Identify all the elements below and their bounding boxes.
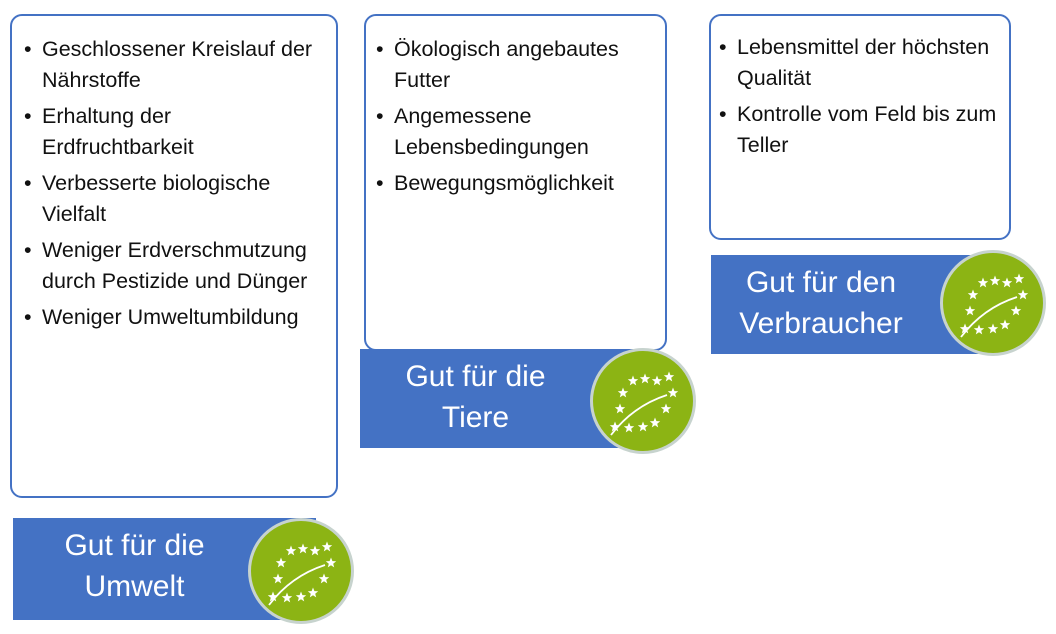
banner-line2: Tiere [441,401,510,434]
star-icon [318,573,330,584]
star-icon [987,323,999,334]
list-item: Kontrolle vom Feld bis zum Teller [719,99,999,161]
star-icon [321,541,333,552]
star-icon [637,421,649,432]
banner-line1: Gut für die [64,529,205,562]
star-icon [272,573,284,584]
leaf-svg [609,371,679,436]
star-icon [285,545,297,556]
star-icon [959,323,971,334]
star-icon [281,592,293,603]
star-icon [275,557,287,568]
star-icon [297,543,309,554]
star-icon [977,277,989,288]
star-icon [663,371,675,382]
star-icon [667,387,679,398]
list-item: Erhaltung der Erdfruchtbarkeit [24,101,326,163]
star-icon [623,422,635,433]
star-icon [617,387,629,398]
star-icon [660,403,672,414]
star-icon [967,289,979,300]
box-tiere: Ökologisch angebautes Futter Angemessene… [364,14,667,351]
star-icon [609,421,621,432]
list-item: Angemessene Lebensbedingungen [376,101,655,163]
star-icon [1001,277,1013,288]
star-icon [964,305,976,316]
eu-organic-leaf-icon [248,518,354,624]
star-icon [651,375,663,386]
box-verbraucher: Lebensmittel der höchsten Qualität Kontr… [709,14,1011,240]
star-icon [267,591,279,602]
star-icon [309,545,321,556]
list-item: Weniger Erdverschmutzung durch Pestizide… [24,235,326,297]
box-umwelt: Geschlossener Kreislauf der Nährstoffe E… [10,14,338,498]
list-item: Weniger Umweltumbildung [24,302,326,333]
star-icon [639,373,651,384]
leaf-svg [959,273,1029,338]
list-item: Lebensmittel der höchsten Qualität [719,32,999,94]
banner-line1: Gut für die [405,360,546,393]
star-icon [1010,305,1022,316]
star-icon [989,275,1001,286]
star-icon [627,375,639,386]
list-item: Ökologisch angebautes Futter [376,34,655,96]
banner-line2: Umwelt [84,570,185,603]
star-icon [1017,289,1029,300]
eu-organic-leaf-icon [940,250,1046,356]
list-item: Bewegungsmöglichkeit [376,168,655,199]
star-icon [973,324,985,335]
star-icon [325,557,337,568]
leaf-svg [267,541,337,606]
star-icon [999,319,1011,330]
eu-organic-leaf-icon [590,348,696,454]
list-tiere: Ökologisch angebautes Futter Angemessene… [376,34,655,199]
star-icon [295,591,307,602]
star-icon [649,417,661,428]
list-umwelt: Geschlossener Kreislauf der Nährstoffe E… [24,34,326,333]
star-icon [1013,273,1025,284]
list-verbraucher: Lebensmittel der höchsten Qualität Kontr… [719,32,999,161]
star-icon [614,403,626,414]
banner-line2: Verbraucher [739,307,903,340]
banner-tiere: Gut für die Tiere [360,349,641,448]
list-item: Geschlossener Kreislauf der Nährstoffe [24,34,326,96]
star-icon [307,587,319,598]
list-item: Verbesserte biologische Vielfalt [24,168,326,230]
banner-line1: Gut für den [745,266,897,299]
